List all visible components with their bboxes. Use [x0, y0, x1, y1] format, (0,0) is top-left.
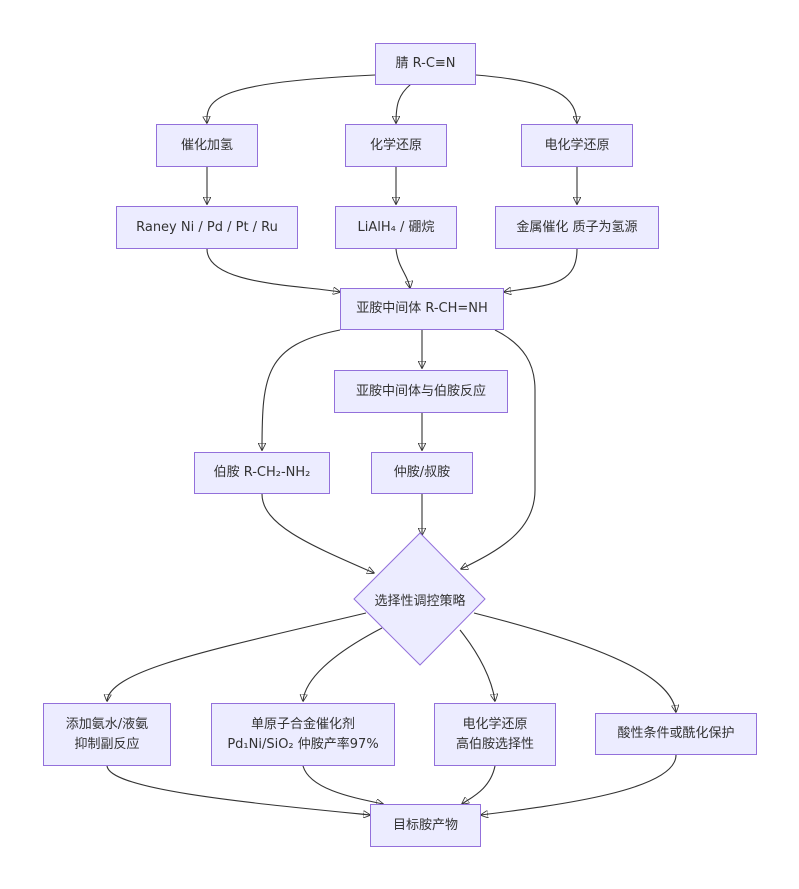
edge-lialh-imine — [395, 248, 410, 288]
edge-ammonia-target — [106, 765, 370, 815]
node-nitrile: 腈 R-C≡N — [375, 43, 476, 85]
node-lialh4-borane: LiAlH₄ / 硼烷 — [335, 206, 457, 249]
edge-strategy-sac — [303, 627, 383, 701]
single-atom-alloy-line1: 单原子合金催化剂 — [250, 716, 355, 732]
node-catalytic-hydrogenation: 催化加氢 — [156, 124, 258, 167]
electrochemical-selectivity-line1: 电化学还原 — [462, 716, 528, 732]
raney-catalysts-label: Raney Ni / Pd / Pt / Ru — [136, 219, 278, 235]
ammonia-addition-line2: 抑制副反应 — [74, 736, 140, 752]
edge-electro-target — [462, 765, 496, 804]
edge-strategy-acid — [473, 612, 676, 712]
nitrile-label: 腈 R-C≡N — [395, 56, 456, 71]
strategy-diamond — [353, 532, 486, 666]
catalytic-hydrogenation-label: 催化加氢 — [180, 137, 233, 153]
target-amine-label: 目标胺产物 — [392, 817, 458, 833]
acid-acylation-label: 酸性条件或酰化保护 — [617, 726, 735, 741]
edge-nitrile-cat-hydro — [207, 74, 376, 123]
lialh4-borane-label: LiAlH₄ / 硼烷 — [357, 219, 435, 235]
edge-raney-imine — [206, 248, 340, 292]
node-single-atom-alloy: 单原子合金催化剂 Pd₁Ni/SiO₂ 仲胺产率97% — [211, 703, 395, 766]
metal-catalysis-label: 金属催化 质子为氢源 — [516, 219, 638, 235]
node-secondary-tertiary-amine: 仲胺/叔胺 — [371, 452, 473, 494]
electrochemical-selectivity-line2: 高伯胺选择性 — [455, 736, 534, 752]
edge-nitrile-electro-red — [475, 74, 577, 123]
node-acid-acylation: 酸性条件或酰化保护 — [595, 713, 757, 755]
node-chemical-reduction: 化学还原 — [345, 124, 447, 167]
imine-amine-reaction-label: 亚胺中间体与伯胺反应 — [355, 383, 486, 399]
node-metal-catalysis: 金属催化 质子为氢源 — [495, 206, 659, 249]
primary-amine-label: 伯胺 R-CH₂-NH₂ — [213, 465, 311, 480]
ammonia-addition-line1: 添加氨水/液氨 — [65, 716, 149, 732]
electrochemical-reduction-label: 电化学还原 — [544, 137, 610, 153]
edge-sac-target — [302, 765, 383, 804]
node-imine-intermediate: 亚胺中间体 R-CH=NH — [340, 288, 504, 330]
edge-acid-target — [481, 754, 677, 815]
edge-nitrile-chem-red — [396, 83, 412, 123]
node-ammonia-addition: 添加氨水/液氨 抑制副反应 — [43, 703, 171, 766]
chemical-reduction-label: 化学还原 — [369, 137, 422, 153]
imine-intermediate-label: 亚胺中间体 R-CH=NH — [356, 301, 488, 316]
node-target-amine: 目标胺产物 — [370, 804, 481, 847]
node-electrochemical-selectivity: 电化学还原 高伯胺选择性 — [434, 703, 556, 766]
edge-primary-strategy — [261, 493, 374, 573]
selectivity-strategy-label: 选择性调控策略 — [374, 593, 466, 609]
node-selectivity-strategy: 选择性调控策略 — [370, 589, 470, 609]
node-electrochemical-reduction: 电化学还原 — [521, 124, 633, 167]
edge-strategy-electro — [459, 629, 495, 701]
edge-imine-strategy — [461, 329, 536, 569]
secondary-tertiary-amine-label: 仲胺/叔胺 — [393, 465, 451, 480]
node-primary-amine: 伯胺 R-CH₂-NH₂ — [194, 452, 330, 494]
single-atom-alloy-line2: Pd₁Ni/SiO₂ 仲胺产率97% — [227, 736, 379, 752]
node-imine-amine-reaction: 亚胺中间体与伯胺反应 — [334, 370, 508, 413]
edge-metal-cat-imine — [504, 248, 578, 292]
node-raney-catalysts: Raney Ni / Pd / Pt / Ru — [116, 206, 298, 249]
edge-strategy-ammonia — [107, 612, 367, 701]
edge-imine-primary — [262, 329, 341, 450]
